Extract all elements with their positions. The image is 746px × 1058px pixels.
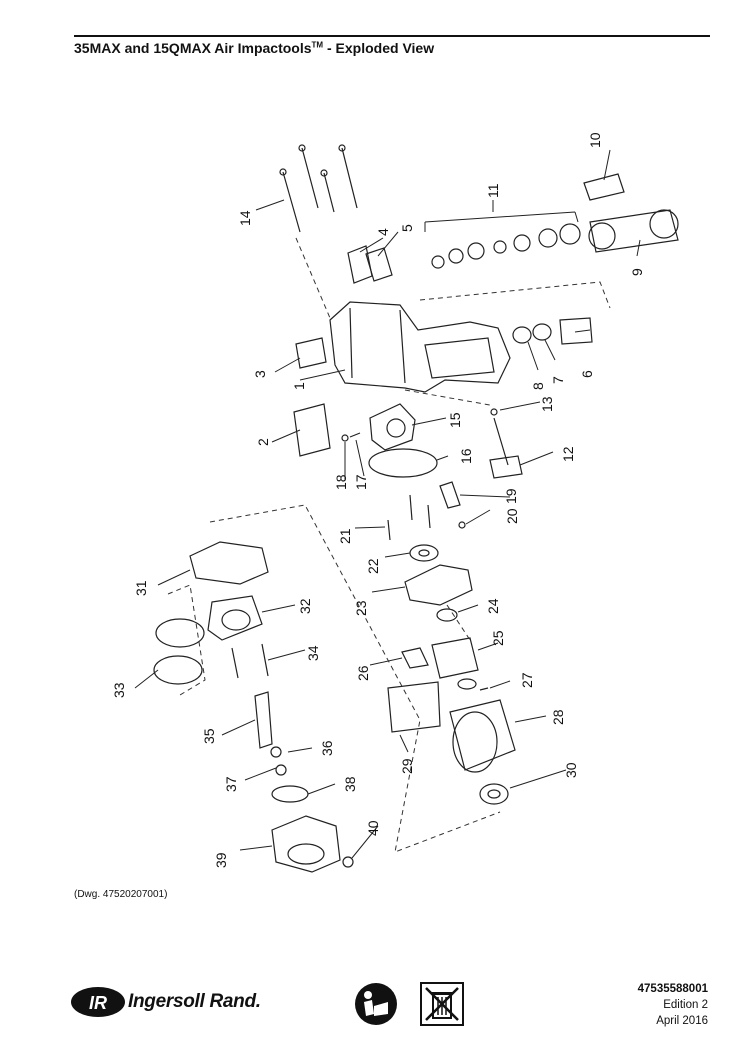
callout-14: 14 <box>237 210 253 226</box>
callout-11: 11 <box>485 183 501 198</box>
callout-19: 19 <box>503 488 519 504</box>
callout-9: 9 <box>629 268 645 276</box>
callout-35: 35 <box>201 728 217 744</box>
logo-mark: IR <box>89 993 107 1013</box>
callout-7: 7 <box>550 376 566 384</box>
callout-31: 31 <box>133 580 149 596</box>
callout-1: 1 <box>291 382 307 390</box>
publication-date: April 2016 <box>656 1015 708 1027</box>
callout-4: 4 <box>375 228 391 236</box>
callout-24: 24 <box>485 598 501 614</box>
callout-40: 40 <box>365 820 381 836</box>
callout-16: 16 <box>458 448 474 464</box>
callout-22: 22 <box>365 558 381 574</box>
callout-18: 18 <box>333 474 349 490</box>
callout-25: 25 <box>490 630 506 646</box>
callout-34: 34 <box>305 645 321 661</box>
callout-8: 8 <box>530 382 546 390</box>
read-manual-icon <box>355 983 397 1025</box>
callout-3: 3 <box>252 370 268 378</box>
callout-37: 37 <box>223 776 239 792</box>
callout-28: 28 <box>550 709 566 725</box>
callout-5: 5 <box>399 224 415 232</box>
callout-23: 23 <box>353 600 369 616</box>
callout-38: 38 <box>342 776 358 792</box>
callout-2: 2 <box>255 438 271 446</box>
callout-12: 12 <box>560 446 576 462</box>
page-title: 35MAX and 15QMAX Air ImpactoolsTM - Expl… <box>74 40 435 56</box>
callout-26: 26 <box>355 665 371 681</box>
brand-name: Ingersoll Rand. <box>128 991 261 1012</box>
callout-20: 20 <box>504 508 520 524</box>
callout-29: 29 <box>399 758 415 774</box>
callout-32: 32 <box>297 598 313 614</box>
edition: Edition 2 <box>663 999 708 1011</box>
header-rule <box>74 35 710 37</box>
callout-17: 17 <box>353 474 369 490</box>
drawing-reference: (Dwg. 47520207001) <box>74 889 168 900</box>
callout-33: 33 <box>111 682 127 698</box>
callout-15: 15 <box>447 412 463 428</box>
callout-30: 30 <box>563 762 579 778</box>
no-trash-disposal-icon <box>420 982 464 1026</box>
callout-10: 10 <box>587 132 603 148</box>
callout-21: 21 <box>337 528 353 544</box>
callout-39: 39 <box>213 852 229 868</box>
callout-6: 6 <box>579 370 595 378</box>
document-info: 47535588001 Edition 2 April 2016 <box>638 981 708 1029</box>
document-number: 47535588001 <box>637 983 708 995</box>
callout-27: 27 <box>519 672 535 688</box>
callout-36: 36 <box>319 740 335 756</box>
ingersoll-rand-logo: IR <box>71 987 125 1017</box>
callout-13: 13 <box>539 396 555 412</box>
